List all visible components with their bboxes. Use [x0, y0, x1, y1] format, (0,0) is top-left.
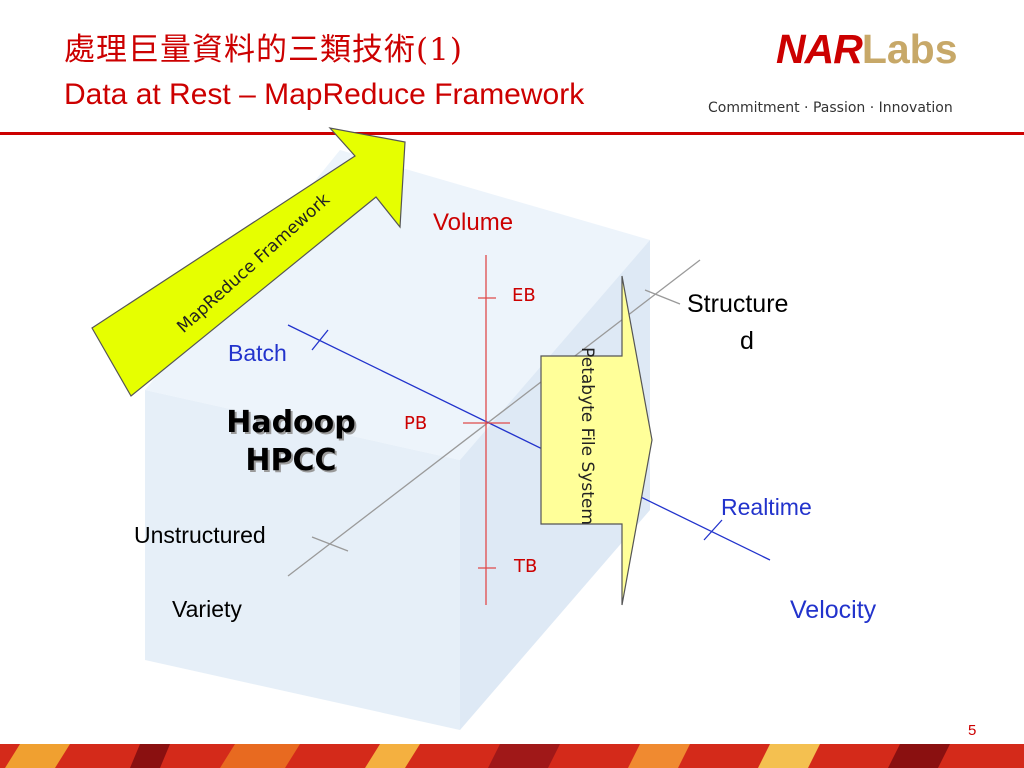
volume-label: Volume	[433, 209, 514, 236]
realtime-label: Realtime	[721, 494, 812, 520]
header-divider	[0, 132, 1024, 135]
tb-label: TB	[514, 556, 538, 577]
structured-tick	[644, 289, 681, 305]
mapreduce-arrow-shape	[91, 127, 406, 397]
unstructured-label: Unstructured	[134, 522, 266, 548]
logo-labs-text: Labs	[861, 26, 958, 72]
hpcc-text: HPCC	[245, 443, 337, 478]
cube-front-face	[145, 390, 460, 730]
page-number: 5	[968, 722, 977, 739]
batch-label: Batch	[228, 340, 287, 366]
velocity-axis-line	[287, 324, 771, 561]
slide-title-chinese: 處理巨量資料的三類技術(1)	[64, 32, 463, 68]
footer-stripes	[0, 744, 1024, 768]
variety-axis-line	[287, 259, 701, 577]
structured-label-line2: d	[740, 327, 754, 355]
slide-title-english: Data at Rest – MapReduce Framework	[64, 78, 585, 111]
variety-label: Variety	[172, 596, 242, 622]
pfs-arrow-text: Petabyte File System	[577, 347, 597, 525]
hadoop-text: Hadoop	[226, 405, 356, 440]
velocity-label: Velocity	[790, 596, 877, 624]
cube-top-face	[145, 150, 650, 460]
logo-nar-text: NAR	[776, 26, 863, 72]
logo-tagline: Commitment · Passion · Innovation	[708, 100, 953, 116]
eb-label: EB	[512, 285, 536, 306]
batch-tick	[311, 329, 329, 351]
pb-label: PB	[404, 413, 428, 434]
pfs-arrow-shape	[540, 275, 653, 606]
realtime-tick	[703, 519, 723, 541]
structured-label-line1: Structure	[687, 290, 789, 318]
narlabs-logo: NARLabs	[776, 26, 958, 73]
unstructured-tick	[311, 536, 349, 552]
hadoop-hpcc-label: Hadoop HPCC	[216, 404, 366, 480]
